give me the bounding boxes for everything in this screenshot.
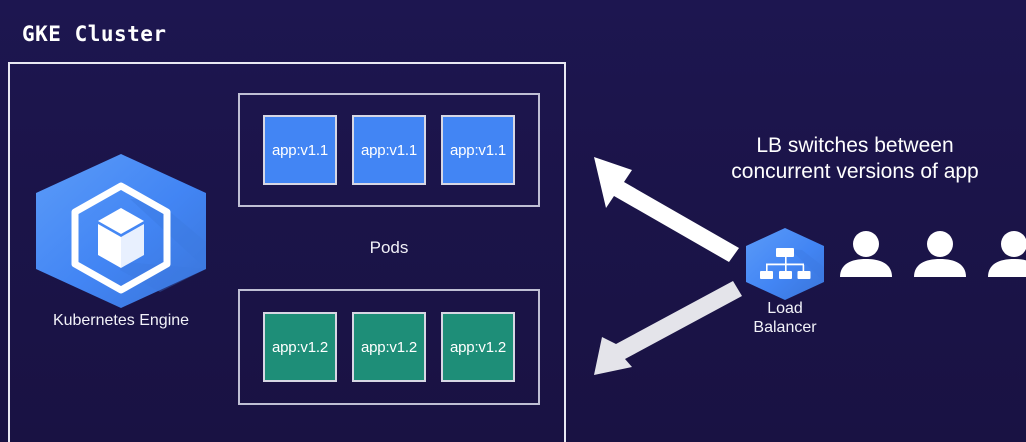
- user-icon: [912, 231, 968, 277]
- gke-cluster-boundary: [8, 62, 566, 442]
- pod-group-v11: app:v1.1 app:v1.1 app:v1.1: [238, 93, 540, 207]
- load-balancer-label: Load Balancer: [728, 299, 842, 337]
- pod-v11-1[interactable]: app:v1.1: [263, 115, 337, 185]
- annotation-text: LB switches between concurrent versions …: [688, 133, 1022, 185]
- load-balancer-label-line1: Load: [767, 300, 803, 317]
- pod-v12-3[interactable]: app:v1.2: [441, 312, 515, 382]
- kubernetes-engine-hexagon-icon: [32, 152, 210, 310]
- kubernetes-engine-label: Kubernetes Engine: [52, 312, 190, 329]
- annotation-line1: LB switches between: [756, 134, 954, 157]
- page-title: GKE Cluster: [22, 22, 167, 46]
- pod-v12-2[interactable]: app:v1.2: [352, 312, 426, 382]
- pod-v11-2[interactable]: app:v1.1: [352, 115, 426, 185]
- pod-v12-1[interactable]: app:v1.2: [263, 312, 337, 382]
- arrow-lb-to-v12: [594, 281, 742, 375]
- load-balancer-label-line2: Balancer: [753, 319, 817, 336]
- user-group: [838, 231, 1026, 277]
- load-balancer-hexagon-icon: [744, 227, 826, 301]
- pod-group-v12: app:v1.2 app:v1.2 app:v1.2: [238, 289, 540, 405]
- annotation-line2: concurrent versions of app: [731, 160, 979, 183]
- pod-v11-3[interactable]: app:v1.1: [441, 115, 515, 185]
- user-icon: [986, 231, 1026, 277]
- pods-label: Pods: [369, 238, 409, 257]
- kubernetes-engine-node: Kubernetes Engine: [32, 152, 210, 334]
- user-icon: [838, 231, 894, 277]
- load-balancer-node: Load Balancer: [744, 227, 826, 336]
